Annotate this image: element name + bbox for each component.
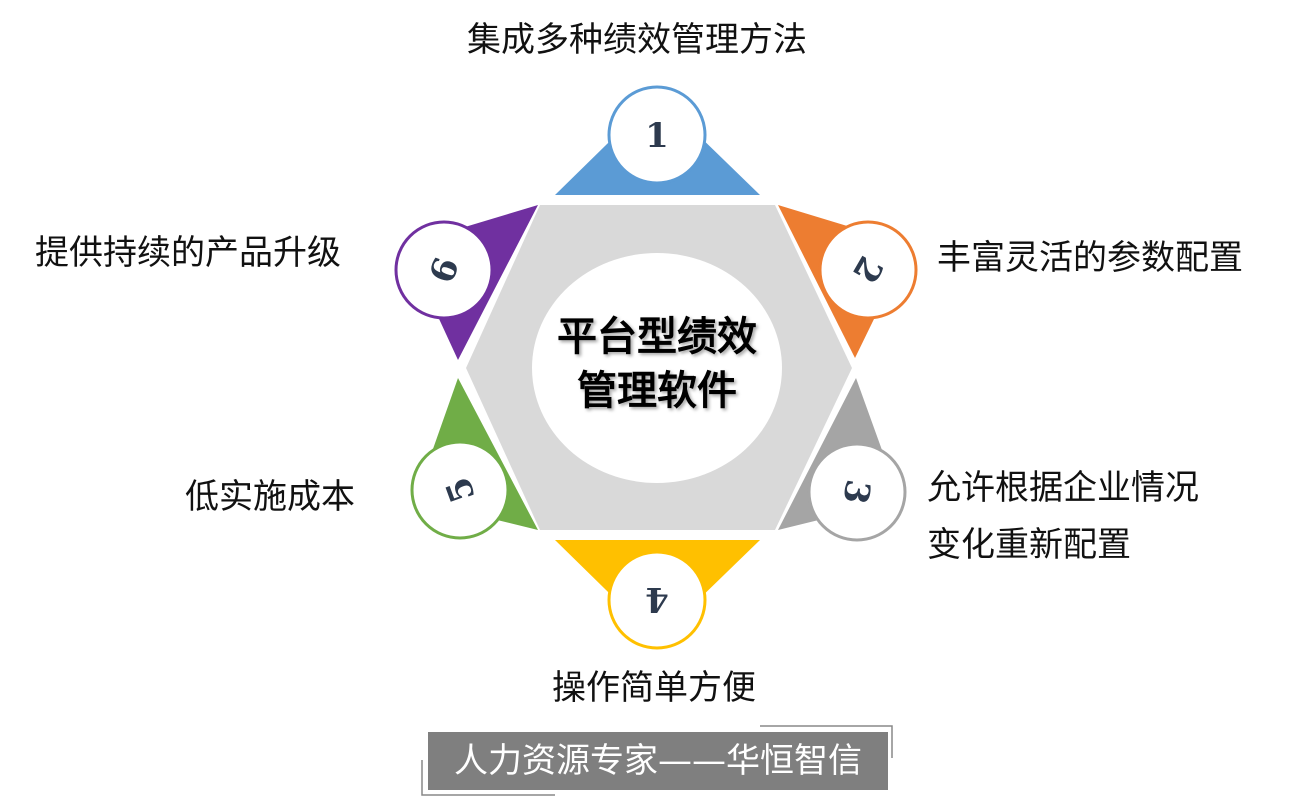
feature-label-3-line-1: 允许根据企业情况	[927, 468, 1199, 508]
center-circle	[532, 253, 782, 483]
feature-label-4: 操作简单方便	[552, 668, 756, 708]
number-badge-4: 4	[607, 550, 707, 650]
feature-label-1: 集成多种绩效管理方法	[467, 20, 807, 60]
center-title: 平台型绩效 管理软件	[532, 310, 782, 418]
number-badge-6: 6	[394, 220, 494, 320]
number-badge-3: 3	[807, 442, 907, 542]
number-badge-1: 1	[607, 85, 707, 185]
banner-frame-lines	[421, 725, 893, 796]
feature-label-5: 低实施成本	[185, 477, 355, 517]
center-title-line-2: 管理软件	[577, 368, 737, 414]
feature-label-6: 提供持续的产品升级	[35, 233, 341, 273]
number-badge-5: 5	[410, 440, 510, 540]
svg-text:4: 4	[645, 579, 669, 619]
footer-banner: 人力资源专家——华恒智信	[428, 732, 888, 790]
feature-label-3-line-2: 变化重新配置	[927, 525, 1131, 565]
feature-label-2: 丰富灵活的参数配置	[937, 238, 1243, 278]
number-badge-2: 2	[818, 220, 918, 320]
center-title-line-1: 平台型绩效	[557, 314, 757, 360]
svg-text:1: 1	[645, 116, 669, 156]
